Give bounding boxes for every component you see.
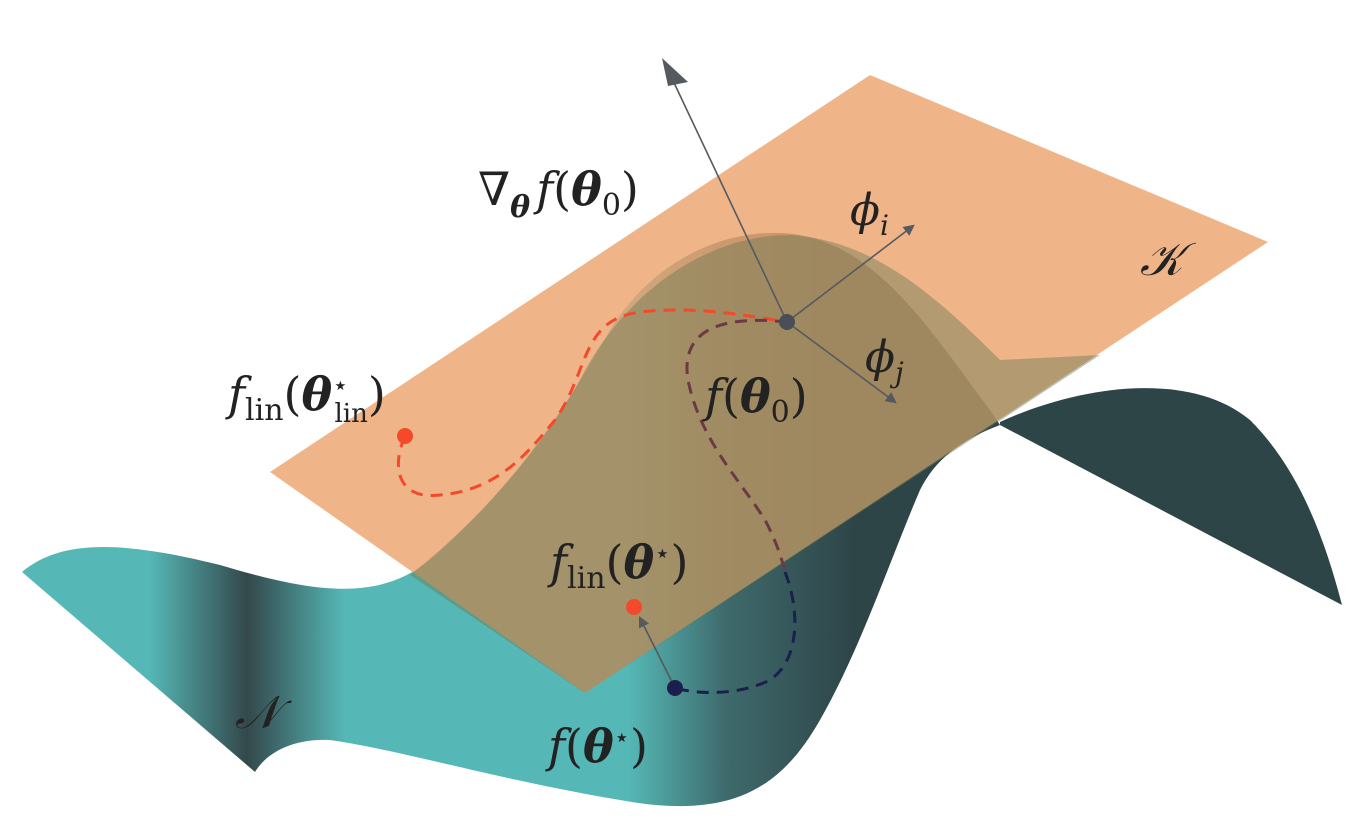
point-flin-theta-star	[626, 599, 642, 615]
f-theta-star-label: f(θ⋆)	[545, 719, 648, 773]
point-theta0	[779, 314, 795, 330]
manifold-hump-overlay	[410, 235, 1100, 693]
tangent-plane	[270, 75, 1268, 693]
correction-arrow	[638, 615, 676, 689]
flin-theta-star-lin-label: flin(θ⋆lin)	[225, 367, 386, 429]
point-f-theta-star	[667, 680, 683, 696]
gradient-arrow	[667, 68, 788, 323]
linearized-trajectory	[396, 308, 788, 498]
phi-i-arrow	[786, 224, 915, 323]
f-theta0-label: f(θ0)	[702, 369, 808, 430]
phi-i-label: ϕi	[850, 185, 889, 242]
gradient-arrowhead	[662, 58, 688, 86]
true-trajectory-below	[674, 571, 797, 695]
phi-j-label: ϕj	[865, 332, 904, 389]
phi-j-arrow	[786, 321, 897, 404]
point-flin-theta-star-lin	[397, 428, 413, 444]
manifold-right-strip	[1000, 388, 1342, 605]
true-trajectory-above	[685, 318, 788, 573]
flin-theta-star-label: flin(θ⋆)	[547, 535, 688, 596]
